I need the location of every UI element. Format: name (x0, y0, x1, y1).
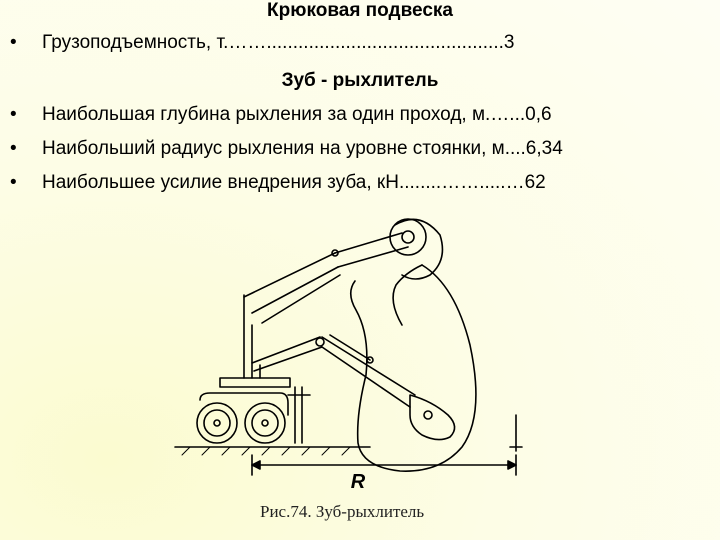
ripper-radius-item: • Наибольший радиус рыхления на уровне ст… (10, 138, 563, 160)
wheel-icon (196, 402, 238, 444)
working-envelope (349, 264, 477, 472)
bullet-icon: • (10, 138, 17, 159)
ripper-radius-text: Наибольший радиус рыхления на уровне сто… (42, 138, 563, 159)
figure-caption: Рис.74. Зуб-рыхлитель (260, 502, 425, 521)
bullet-icon: • (10, 104, 17, 125)
platform (219, 377, 291, 388)
ground-hatching (181, 446, 351, 456)
ripper-tooth (409, 394, 456, 441)
ripper-diagram: R (174, 218, 523, 493)
ripper-depth-item: • Наибольшая глубина рыхления за один про… (10, 104, 552, 126)
bullet-icon: • (10, 172, 17, 193)
ripper-section-title: Зуб - рыхлитель (281, 70, 439, 91)
ripper-depth-text: Наибольшая глубина рыхления за один прох… (42, 104, 552, 125)
hook-capacity-item: • Грузоподъемность, т.…….................… (10, 32, 514, 54)
bullet-icon: • (10, 32, 17, 53)
hook-section-title: Крюковая подвеска (267, 0, 453, 21)
ripper-force-text: Наибольшее усилие внедрения зуба, кН....… (42, 172, 546, 193)
radius-label: R (351, 471, 366, 493)
hook-capacity-text: Грузоподъемность, т.……..................… (42, 32, 515, 53)
wheel-icon (244, 402, 286, 444)
ripper-force-item: • Наибольшее усилие внедрения зуба, кН...… (10, 172, 546, 194)
